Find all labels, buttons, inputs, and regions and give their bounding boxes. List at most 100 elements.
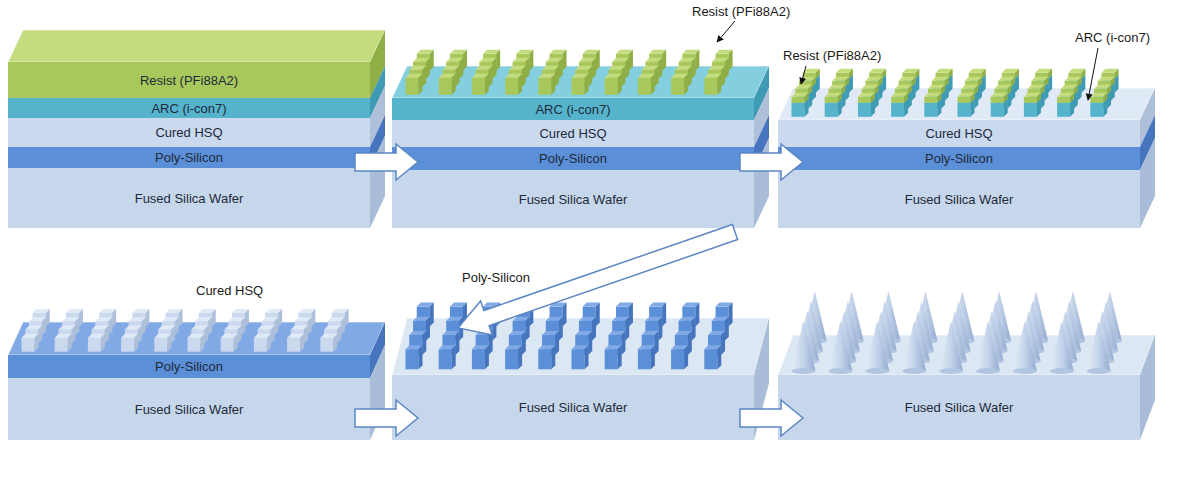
pillar-side (142, 317, 146, 335)
pillar-side (108, 317, 112, 335)
layer-band-box: Fused Silica Wafer (392, 375, 754, 440)
layer-name: Poly-Silicon (925, 151, 993, 166)
band-side (1140, 335, 1155, 440)
cone-base (976, 368, 1000, 374)
pillar-side (551, 74, 555, 95)
pillar-side (171, 325, 175, 343)
pillar-side (618, 74, 622, 95)
layer-name: Fused Silica Wafer (905, 400, 1014, 415)
layer-name: ARC (i-con7) (151, 101, 226, 116)
pillar-side (463, 50, 467, 71)
pillar-side (179, 309, 183, 327)
pillar-side (878, 77, 882, 87)
layer-band-box: Poly-Silicon (8, 355, 370, 378)
layer-band (392, 115, 769, 170)
pillar-front (538, 78, 551, 95)
pillar-side (655, 331, 659, 355)
band-front (778, 120, 1140, 147)
pillar-side (849, 69, 853, 79)
pillar-side (267, 334, 271, 352)
cone (792, 321, 816, 371)
layer-band-box: Cured HSQ (392, 120, 754, 147)
layer-faces (8, 30, 1155, 375)
layer-band-box: Poly-Silicon (8, 147, 370, 168)
band-front (392, 170, 754, 228)
pillar-side (1004, 93, 1008, 103)
pillar-front (320, 338, 333, 352)
pillar-front (88, 338, 101, 352)
layer-name: Poly-Silicon (155, 359, 223, 374)
pillar-front (572, 349, 585, 369)
pillar-side (304, 325, 308, 343)
pillar-front (704, 78, 717, 95)
pillar-side (596, 50, 600, 71)
callout-label: ARC (i-con7) (1075, 30, 1150, 45)
pillar-side (695, 50, 699, 71)
pillar-side (518, 74, 522, 95)
pillar-side (596, 303, 600, 327)
callout-label: Poly-Silicon (462, 270, 530, 285)
pillar-side (915, 69, 919, 79)
pillar-side (684, 345, 688, 369)
layer-band (778, 115, 1155, 170)
pillar-side (588, 66, 592, 87)
pillar-side (618, 345, 622, 369)
layer-band (8, 86, 385, 147)
pillar-side (274, 317, 278, 335)
layer-band (778, 88, 1155, 147)
pillar-side (695, 303, 699, 327)
pillar-side (729, 303, 733, 327)
cone-base (792, 368, 816, 374)
layer-band-box: Resist (PFi88A2) (8, 62, 370, 98)
pillar-front (472, 349, 485, 369)
step-arrow (355, 144, 418, 180)
pillar-side (559, 58, 563, 79)
pillar-front (792, 103, 805, 117)
cone (828, 321, 852, 371)
pillar-side (658, 317, 662, 341)
pillar-side (585, 74, 589, 95)
layer-bands (8, 30, 1155, 440)
pillar-side (625, 317, 629, 341)
callout-label: Cured HSQ (196, 283, 263, 298)
pillar-side (105, 325, 109, 343)
layer-band (392, 318, 769, 440)
band-side (1140, 138, 1155, 228)
cone-base (1050, 368, 1074, 374)
pillar-side (808, 85, 812, 95)
pillar-side (1111, 77, 1115, 87)
pillar-side (452, 345, 456, 369)
pillar-side (1007, 85, 1011, 95)
layer-band-box: Fused Silica Wafer (778, 170, 1140, 228)
pillar-side (212, 309, 216, 327)
pillar-front (254, 338, 267, 352)
layer-band-box: Fused Silica Wafer (392, 170, 754, 228)
layer-band (8, 322, 385, 378)
pillar-side (204, 325, 208, 343)
layer-name: Fused Silica Wafer (135, 191, 244, 206)
pillar-front (1090, 103, 1103, 117)
pillar-side (430, 303, 434, 327)
pillar-side (662, 303, 666, 327)
band-side (754, 138, 769, 228)
pillar-side (1041, 85, 1045, 95)
pillar-front (638, 349, 651, 369)
pillar-side (426, 317, 430, 341)
pillar-front (792, 97, 805, 103)
pillar-front (221, 338, 234, 352)
pillar-side (79, 309, 83, 327)
pillar-front (825, 103, 838, 117)
pillar-side (729, 50, 733, 71)
pillar-side (245, 309, 249, 327)
pillar-front (1057, 97, 1070, 103)
layer-band-box: Fused Silica Wafer (8, 378, 370, 440)
cone (1013, 321, 1037, 371)
layer-band (8, 66, 385, 118)
layer-band-box: Fused Silica Wafer (778, 375, 1140, 440)
pillar-side (625, 58, 629, 79)
pillar-side (551, 345, 555, 369)
pillar-side (300, 334, 304, 352)
pillar-front (154, 338, 167, 352)
pillar-side (838, 93, 842, 103)
